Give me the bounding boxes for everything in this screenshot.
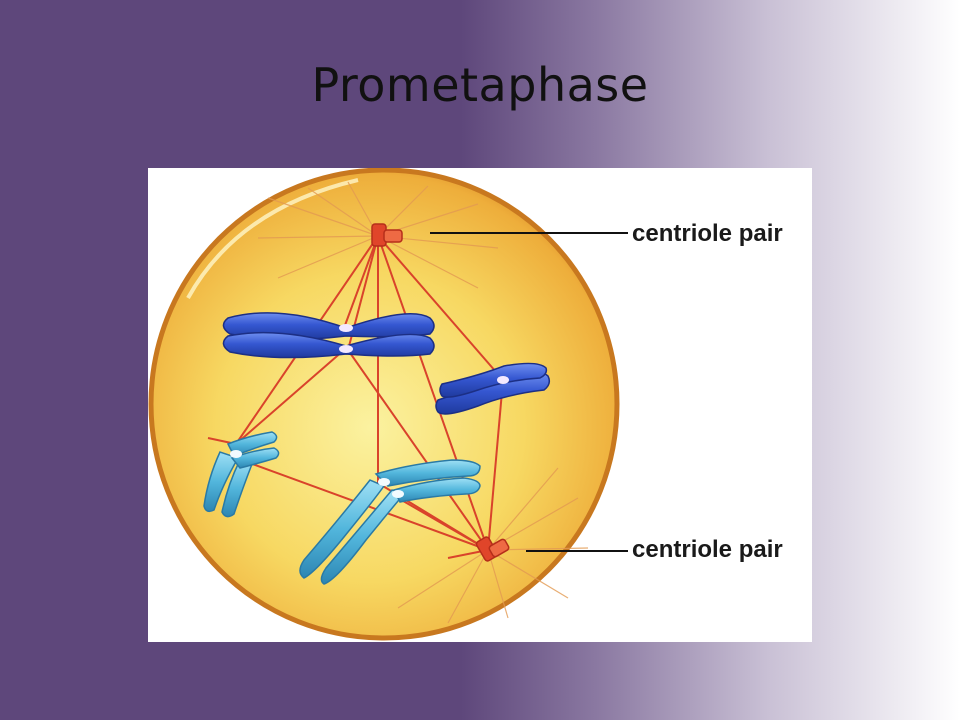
chromosome-dark-large [222, 312, 435, 359]
slide-title: Prometaphase [311, 58, 649, 112]
chromosome-dark-small [435, 362, 551, 415]
chromosome-light-bottom [299, 459, 481, 585]
cell-illustration [148, 168, 628, 641]
centriole-pair-bottom [475, 536, 510, 562]
aster-top [257, 181, 499, 289]
cell-membrane [148, 168, 620, 641]
chromosome-light-left [203, 431, 280, 518]
prometaphase-diagram: centriole pair centriole pair [148, 168, 812, 642]
cell-highlight [186, 178, 359, 299]
centriole-pair-top [371, 223, 403, 247]
centriole-pair-label-bottom: centriole pair [632, 536, 783, 563]
centriole-pair-label-top: centriole pair [632, 220, 783, 247]
